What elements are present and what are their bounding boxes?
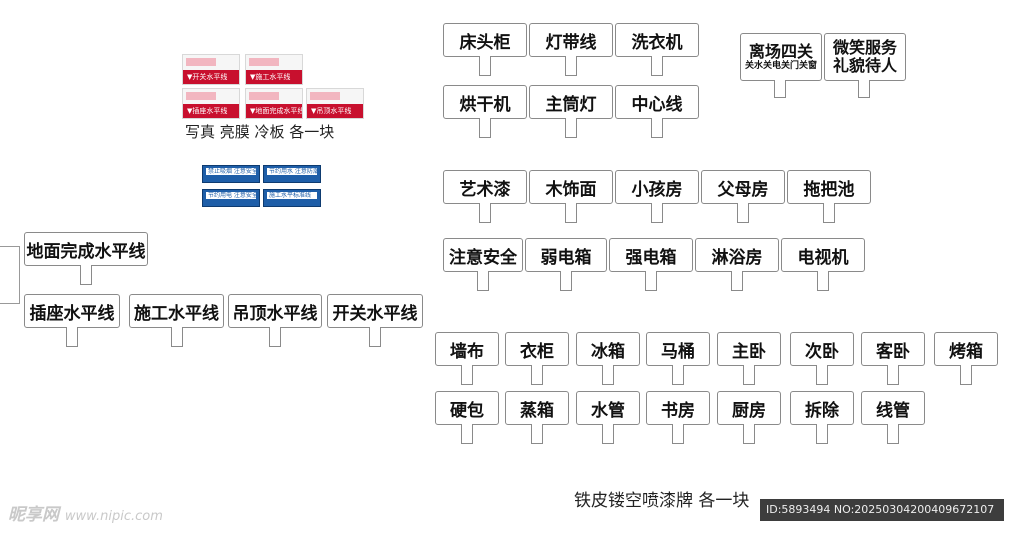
sign-top-4: 烘干机: [443, 85, 527, 138]
sign-row6-6: 拆除: [790, 391, 854, 444]
red-card-5: ▼吊顶水平线: [306, 88, 364, 119]
red-card-1: ▼开关水平线: [182, 54, 240, 85]
sign-row4-3: 强电箱: [609, 238, 693, 291]
sign-row4-1: 注意安全: [443, 238, 523, 291]
sign-row3-3: 小孩房: [615, 170, 699, 223]
blue-card-1: 禁止吸烟 注意安全: [202, 165, 260, 183]
sign-row5-3: 冰箱: [576, 332, 640, 385]
sign-left-2: 施工水平线: [129, 294, 224, 347]
watermark-url: www.nipic.com: [64, 509, 163, 524]
id-bar: ID:5893494 NO:20250304200409672107: [760, 499, 1004, 521]
sign-top-3: 洗衣机: [615, 23, 699, 76]
sign-row5-4: 马桶: [646, 332, 710, 385]
sign-row3-4: 父母房: [701, 170, 785, 223]
sign-top-1: 床头柜: [443, 23, 527, 76]
red-card-2: ▼施工水平线: [245, 54, 303, 85]
blue-card-2: 节约用水 注意防潮: [263, 165, 321, 183]
frame-edge: [0, 246, 20, 304]
sign-smile-service: 微笑服务礼貌待人: [824, 33, 906, 98]
sign-row5-8: 烤箱: [934, 332, 998, 385]
bottom-caption: 铁皮镂空喷漆牌 各一块: [574, 491, 750, 511]
watermark-site: 昵享网: [8, 505, 59, 525]
watermark-logo: 昵享网 www.nipic.com: [8, 500, 163, 525]
sign-row6-3: 水管: [576, 391, 640, 444]
sign-left-3: 吊顶水平线: [228, 294, 322, 347]
red-caption: 写真 亮膜 冷板 各一块: [185, 123, 335, 141]
blue-card-3: 节约用电 注意安全: [202, 189, 260, 207]
sign-left-4: 开关水平线: [327, 294, 423, 347]
sign-top-6: 中心线: [615, 85, 699, 138]
sign-row4-5: 电视机: [781, 238, 865, 291]
sign-row3-5: 拖把池: [787, 170, 871, 223]
sign-top-5: 主筒灯: [529, 85, 613, 138]
sign-top-2: 灯带线: [529, 23, 613, 76]
sign-row6-7: 线管: [861, 391, 925, 444]
sign-leave-four-off: 离场四关关水关电关门关窗: [740, 33, 822, 98]
sign-ground-level: 地面完成水平线: [24, 232, 148, 285]
red-card-3: ▼插座水平线: [182, 88, 240, 119]
sign-row5-2: 衣柜: [505, 332, 569, 385]
red-card-4: ▼地面完成水平线: [245, 88, 303, 119]
sign-row5-6: 次卧: [790, 332, 854, 385]
sign-row6-2: 蒸箱: [505, 391, 569, 444]
sign-row6-5: 厨房: [717, 391, 781, 444]
sign-row6-1: 硬包: [435, 391, 499, 444]
sign-row3-1: 艺术漆: [443, 170, 527, 223]
blue-card-4: 施工水平标准线: [263, 189, 321, 207]
sign-row5-1: 墙布: [435, 332, 499, 385]
sign-row4-2: 弱电箱: [525, 238, 607, 291]
sign-row5-5: 主卧: [717, 332, 781, 385]
sign-row5-7: 客卧: [861, 332, 925, 385]
sign-row3-2: 木饰面: [529, 170, 613, 223]
sign-row4-4: 淋浴房: [695, 238, 779, 291]
sign-left-1: 插座水平线: [24, 294, 120, 347]
sign-row6-4: 书房: [646, 391, 710, 444]
